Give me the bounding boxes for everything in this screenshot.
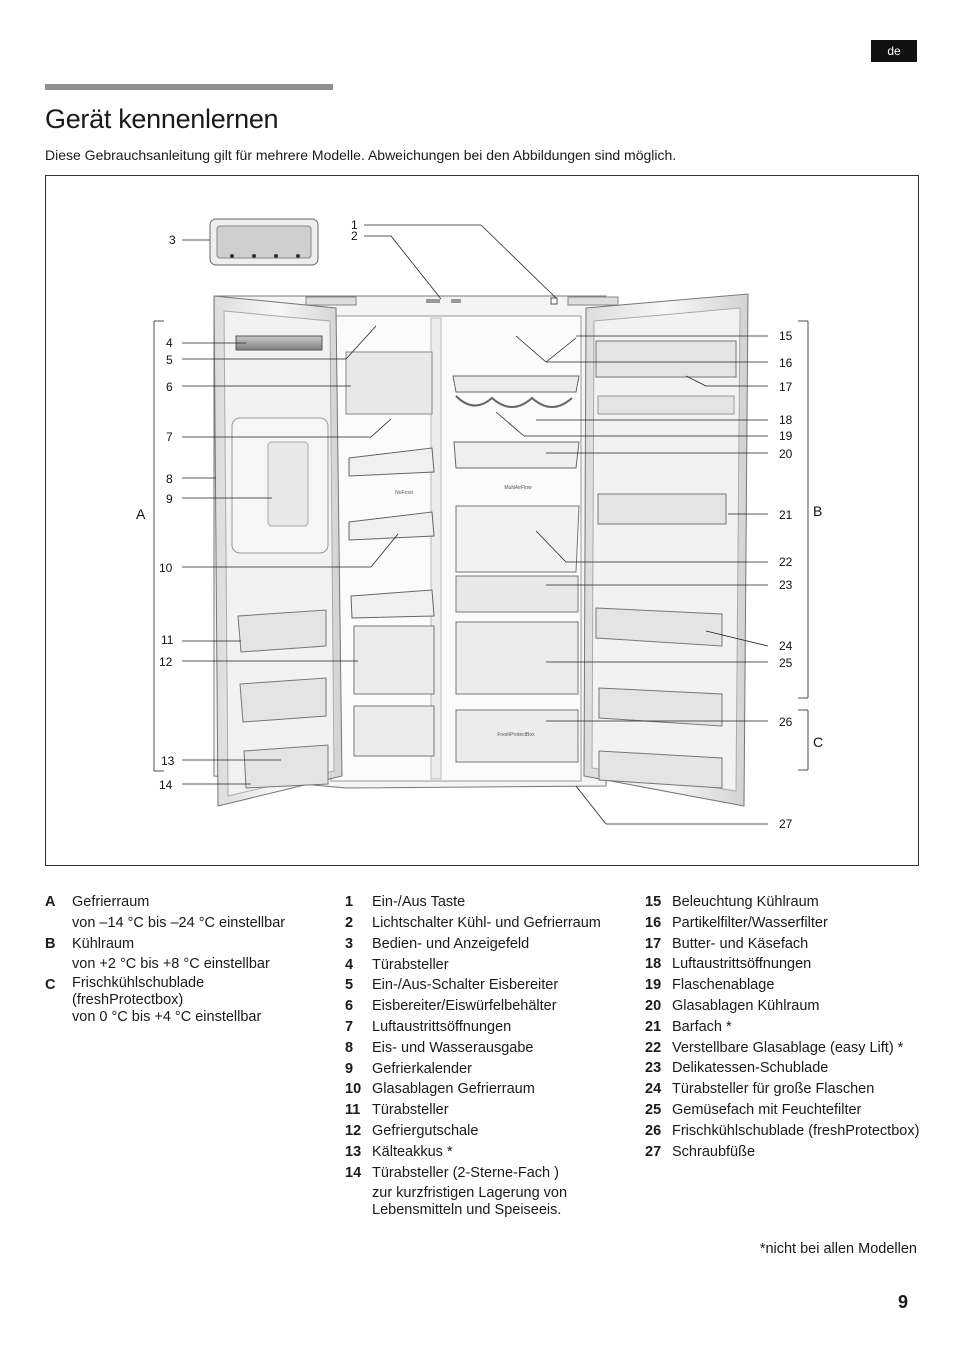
callout-19: 19 xyxy=(779,429,793,443)
callout-13: 13 xyxy=(161,754,175,768)
callout-8: 8 xyxy=(166,472,173,486)
leader-lines xyxy=(153,224,809,825)
appliance-figure: NoFrost MultiAirFlow FreshProtectBox xyxy=(45,175,919,866)
callout-7: 7 xyxy=(166,430,173,444)
callout-27: 27 xyxy=(779,817,793,831)
callout-18: 18 xyxy=(779,413,793,427)
callout-20: 20 xyxy=(779,447,793,461)
callout-3: 3 xyxy=(169,233,176,247)
callout-14: 14 xyxy=(159,778,173,792)
page-title: Gerät kennenlernen xyxy=(45,104,279,134)
callout-10: 10 xyxy=(159,561,173,575)
intro-text: Diese Gebrauchsanleitung gilt für mehrer… xyxy=(45,147,677,163)
freezer-interior: NoFrost xyxy=(345,351,435,757)
callout-4: 4 xyxy=(166,336,173,350)
zone-b-label: B xyxy=(813,503,822,519)
freshprotectbox-label: FreshProtectBox xyxy=(497,732,535,738)
legend-zone-a: A Gefrierraum von –14 °C bis –24 °C eins… xyxy=(45,892,315,934)
callout-6: 6 xyxy=(166,380,173,394)
callout-12: 12 xyxy=(159,655,173,669)
callout-21: 21 xyxy=(779,508,793,522)
legend-text: Frischkühlschublade (freshProtectbox) vo… xyxy=(72,975,262,1026)
control-panel xyxy=(209,218,319,266)
fridge-illustration: NoFrost MultiAirFlow FreshProtectBox xyxy=(136,218,823,831)
legend-zones: A Gefrierraum von –14 °C bis –24 °C eins… xyxy=(45,892,315,1026)
nofrost-label: NoFrost xyxy=(395,490,413,496)
callout-26: 26 xyxy=(779,715,793,729)
language-badge: de xyxy=(871,40,917,62)
legend-text: Kühlraum von +2 °C bis +8 °C einstellbar xyxy=(72,935,270,973)
multiairflow-label: MultiAirFlow xyxy=(504,485,532,491)
footnote: *nicht bei allen Modellen xyxy=(759,1241,917,1257)
zone-c-label: C xyxy=(813,734,823,750)
callout-2: 2 xyxy=(351,229,358,243)
callout-11: 11 xyxy=(161,633,174,647)
legend-key: B xyxy=(45,935,56,952)
freezer-door xyxy=(213,295,343,807)
legend-zone-b: B Kühlraum von +2 °C bis +8 °C einstellb… xyxy=(45,934,315,976)
legend-text: Gefrierraum von –14 °C bis –24 °C einste… xyxy=(72,894,286,931)
callout-9: 9 xyxy=(166,492,173,506)
zone-a-label: A xyxy=(136,506,146,522)
callout-5: 5 xyxy=(166,353,173,367)
callout-16: 16 xyxy=(779,356,793,370)
callout-24: 24 xyxy=(779,639,793,653)
legend-item: 14 Türabsteller (2-Sterne-Fach )zur kurz… xyxy=(345,1164,568,1219)
legend-key: A xyxy=(45,894,56,910)
page-number: 9 xyxy=(897,1292,908,1312)
callout-25: 25 xyxy=(779,656,793,670)
callout-22: 22 xyxy=(779,555,793,569)
callout-numbers: 1 2 3 4 5 6 7 8 9 10 11 12 13 14 15 16 1… xyxy=(136,218,823,831)
callout-23: 23 xyxy=(779,578,793,592)
fridge-interior: MultiAirFlow FreshProtectBox xyxy=(452,375,580,763)
section-rule xyxy=(45,84,333,90)
fridge-door xyxy=(583,293,749,807)
callout-17: 17 xyxy=(779,380,793,394)
callout-1: 1 xyxy=(351,218,358,232)
legend-key: C xyxy=(45,977,56,994)
callout-15: 15 xyxy=(779,329,793,343)
legend-zone-c: C Frischkühlschublade (freshProtectbox) … xyxy=(45,975,315,1026)
